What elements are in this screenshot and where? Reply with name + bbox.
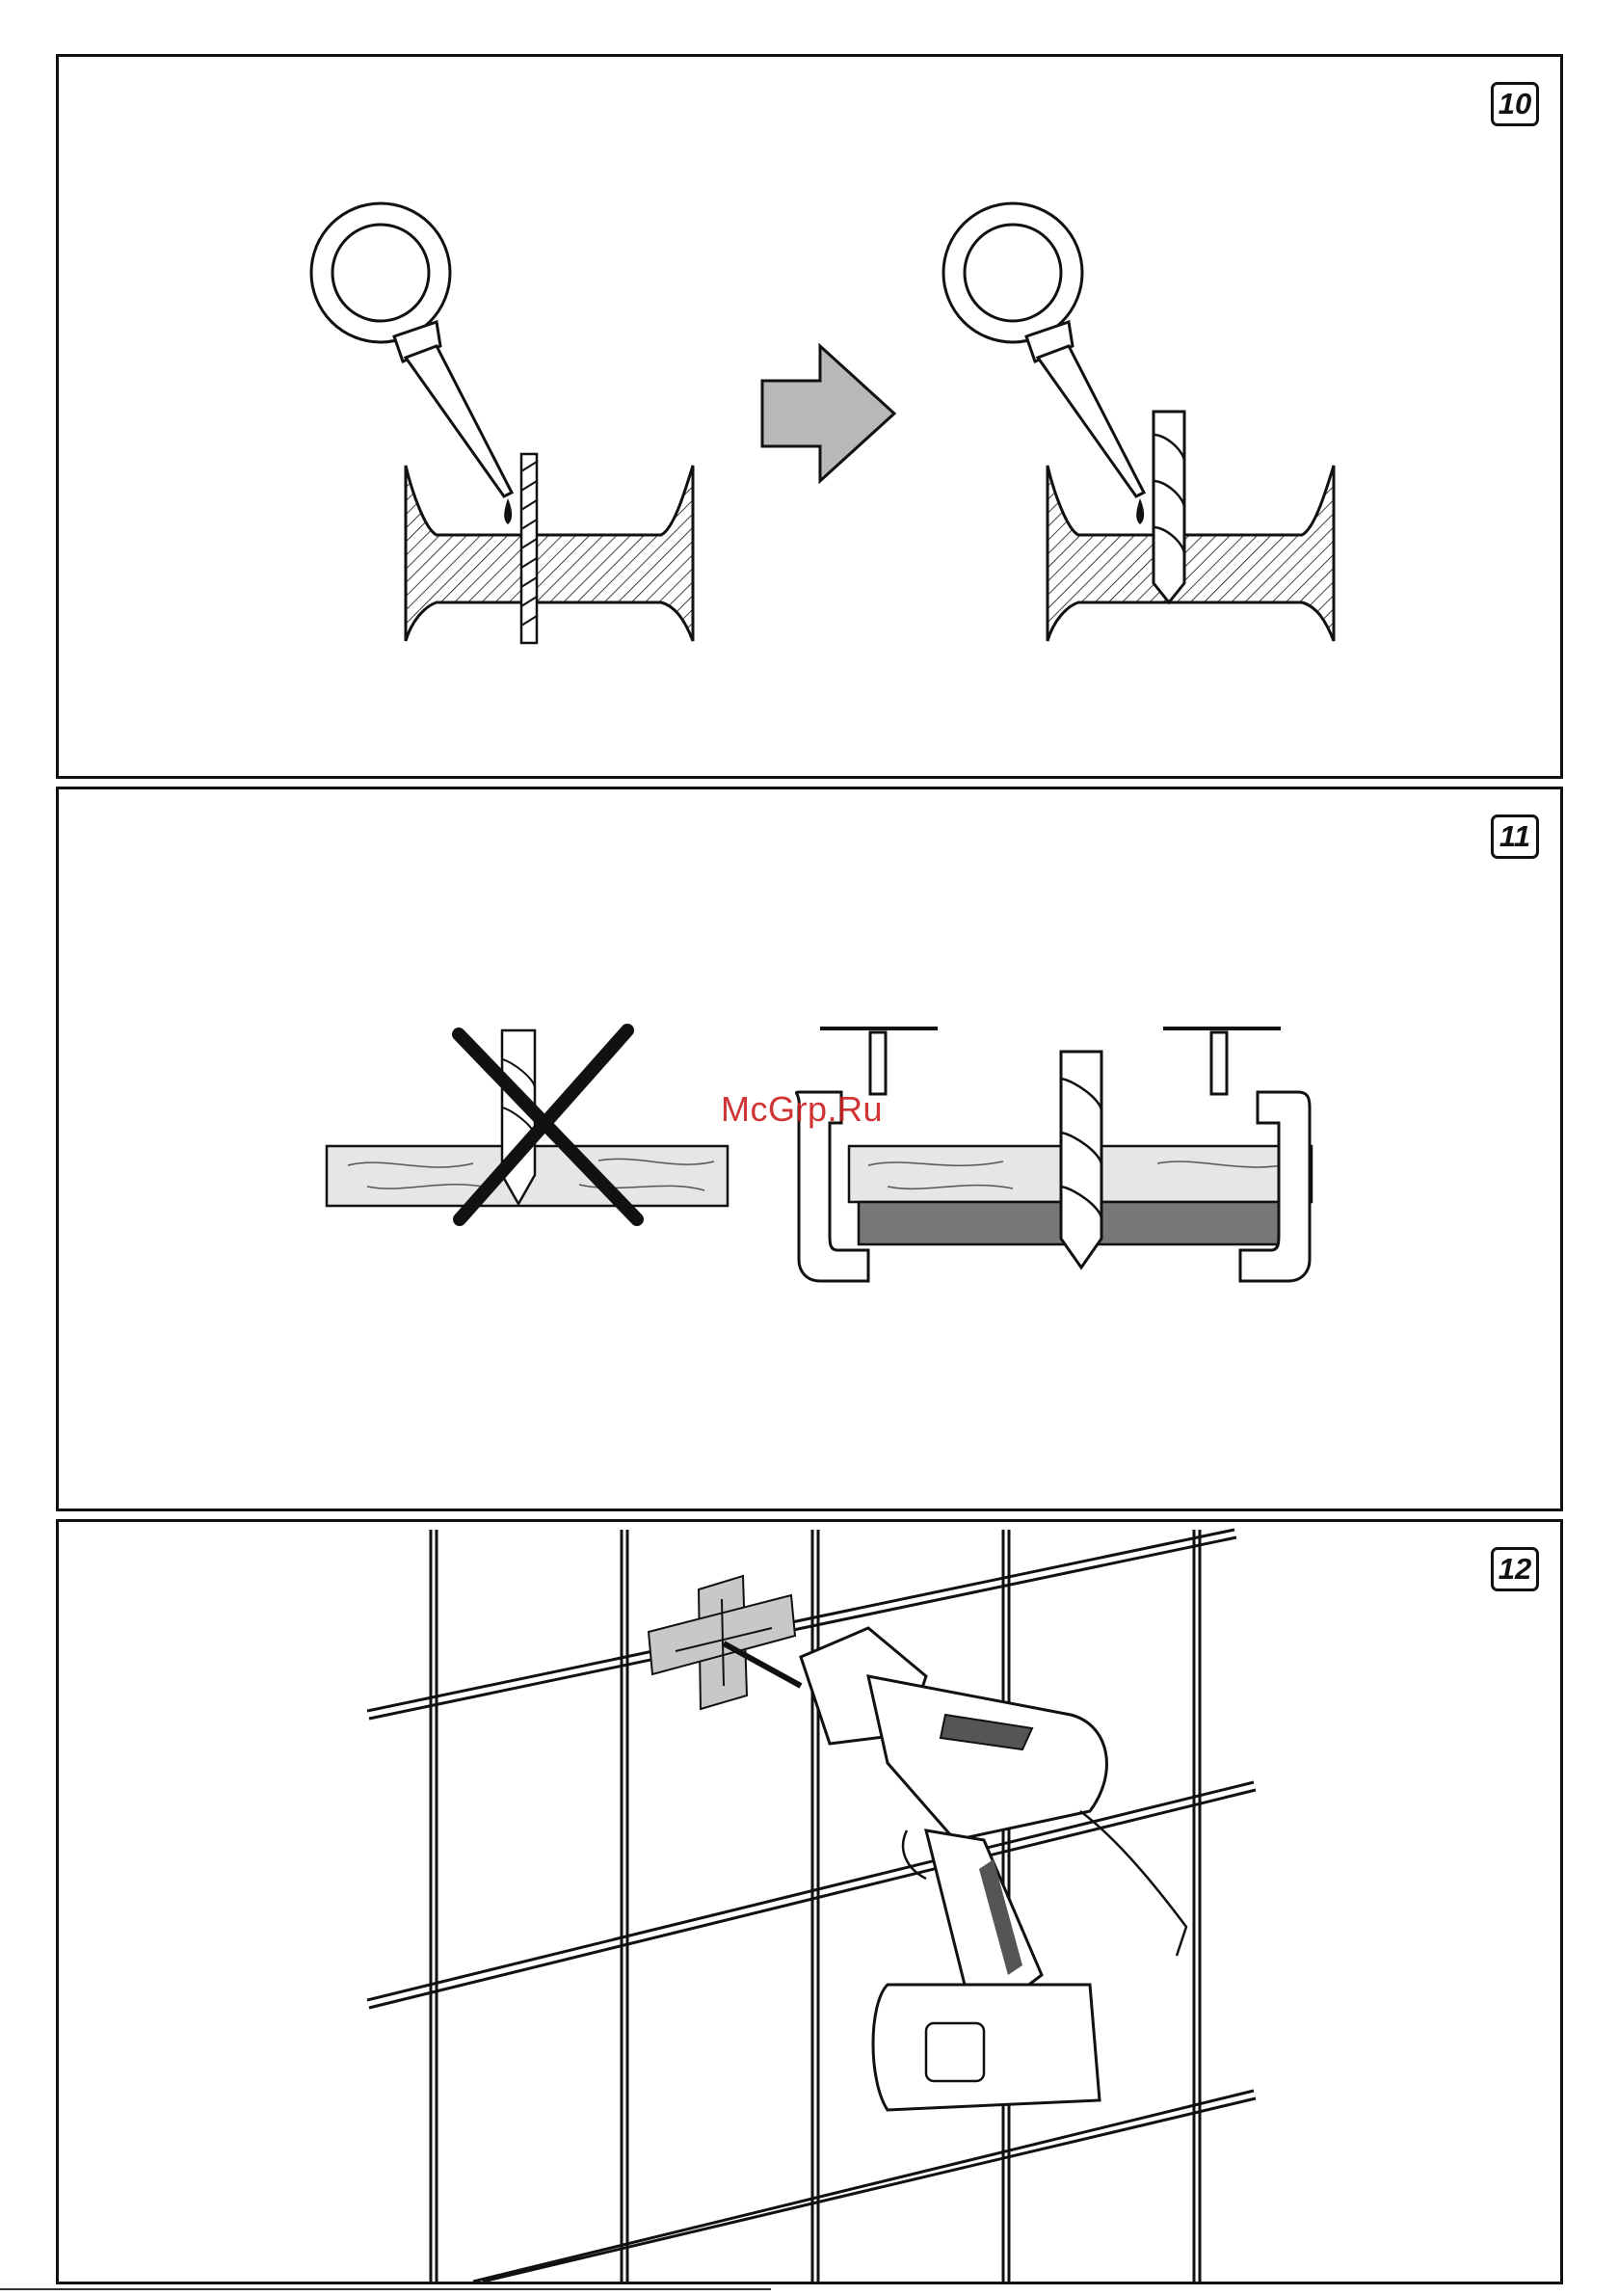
oil-drilling-illustration [59, 57, 1560, 776]
clamping-illustration [59, 789, 1560, 1508]
masking-tape [649, 1576, 795, 1709]
tile-grid [367, 1530, 1256, 2282]
panel-12: 12 [56, 1519, 1563, 2284]
oil-can-icon [311, 203, 512, 524]
tile-drilling-illustration [59, 1522, 1560, 2282]
panel-10: 10 [56, 54, 1563, 779]
drill-icon[interactable] [724, 1628, 1186, 2110]
i-beam-icon [406, 454, 693, 643]
drill-bit [1061, 1052, 1101, 1268]
i-beam-icon [1048, 412, 1334, 641]
watermark-text: McGrp.Ru [721, 1089, 883, 1130]
footer-divider [0, 2288, 771, 2290]
oil-can-icon [943, 203, 1144, 524]
arrow-right-icon [762, 346, 894, 481]
panel-11: 11 [56, 787, 1563, 1511]
